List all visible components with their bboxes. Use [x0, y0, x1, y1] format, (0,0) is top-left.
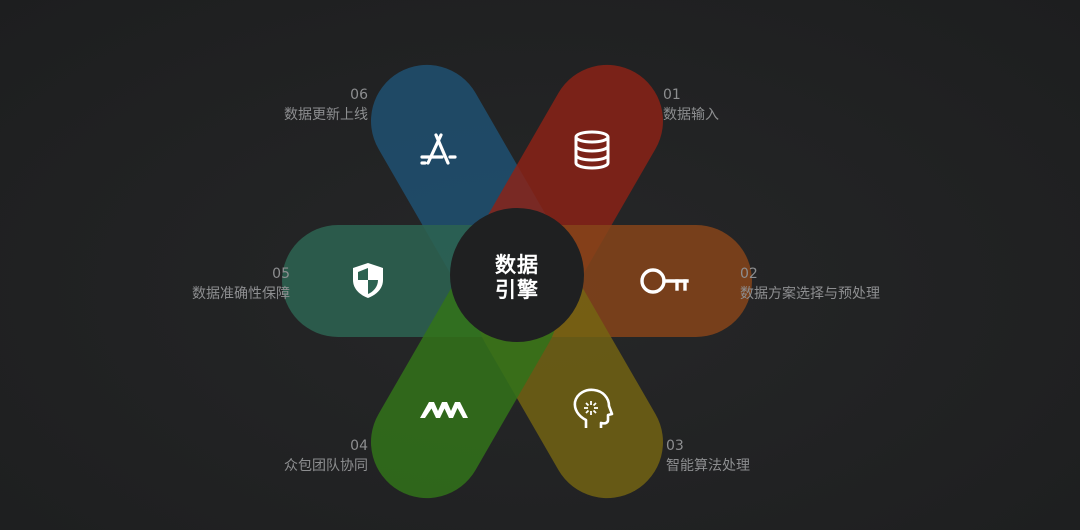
brain-head-icon [573, 388, 614, 428]
center-circle [450, 208, 584, 342]
label-06-text: 数据更新上线 [284, 107, 368, 123]
label-06: 06 数据更新上线 [284, 85, 368, 125]
label-01: 01 数据输入 [663, 85, 719, 125]
label-05-number: 05 [272, 266, 290, 282]
label-01-text: 数据输入 [663, 107, 719, 123]
label-04: 04 众包团队协同 [284, 436, 368, 476]
key-icon [640, 268, 689, 294]
center-title-line2: 引擎 [495, 278, 539, 302]
label-03-text: 智能算法处理 [666, 458, 750, 474]
label-04-number: 04 [350, 438, 368, 454]
center-title: 数据 引擎 [467, 253, 567, 303]
label-03: 03 智能算法处理 [666, 436, 750, 476]
label-02: 02 数据方案选择与预处理 [740, 264, 880, 304]
label-02-number: 02 [740, 266, 758, 282]
label-01-number: 01 [663, 87, 681, 103]
app-store-icon [420, 133, 457, 165]
wave-logo-icon [420, 402, 468, 418]
label-03-number: 03 [666, 438, 684, 454]
center-title-line1: 数据 [495, 253, 539, 277]
label-05-text: 数据准确性保障 [192, 286, 290, 302]
label-04-text: 众包团队协同 [284, 458, 368, 474]
database-icon [574, 130, 610, 170]
label-02-text: 数据方案选择与预处理 [740, 286, 880, 302]
label-06-number: 06 [350, 87, 368, 103]
label-05: 05 数据准确性保障 [192, 264, 290, 304]
shield-icon [353, 263, 383, 298]
